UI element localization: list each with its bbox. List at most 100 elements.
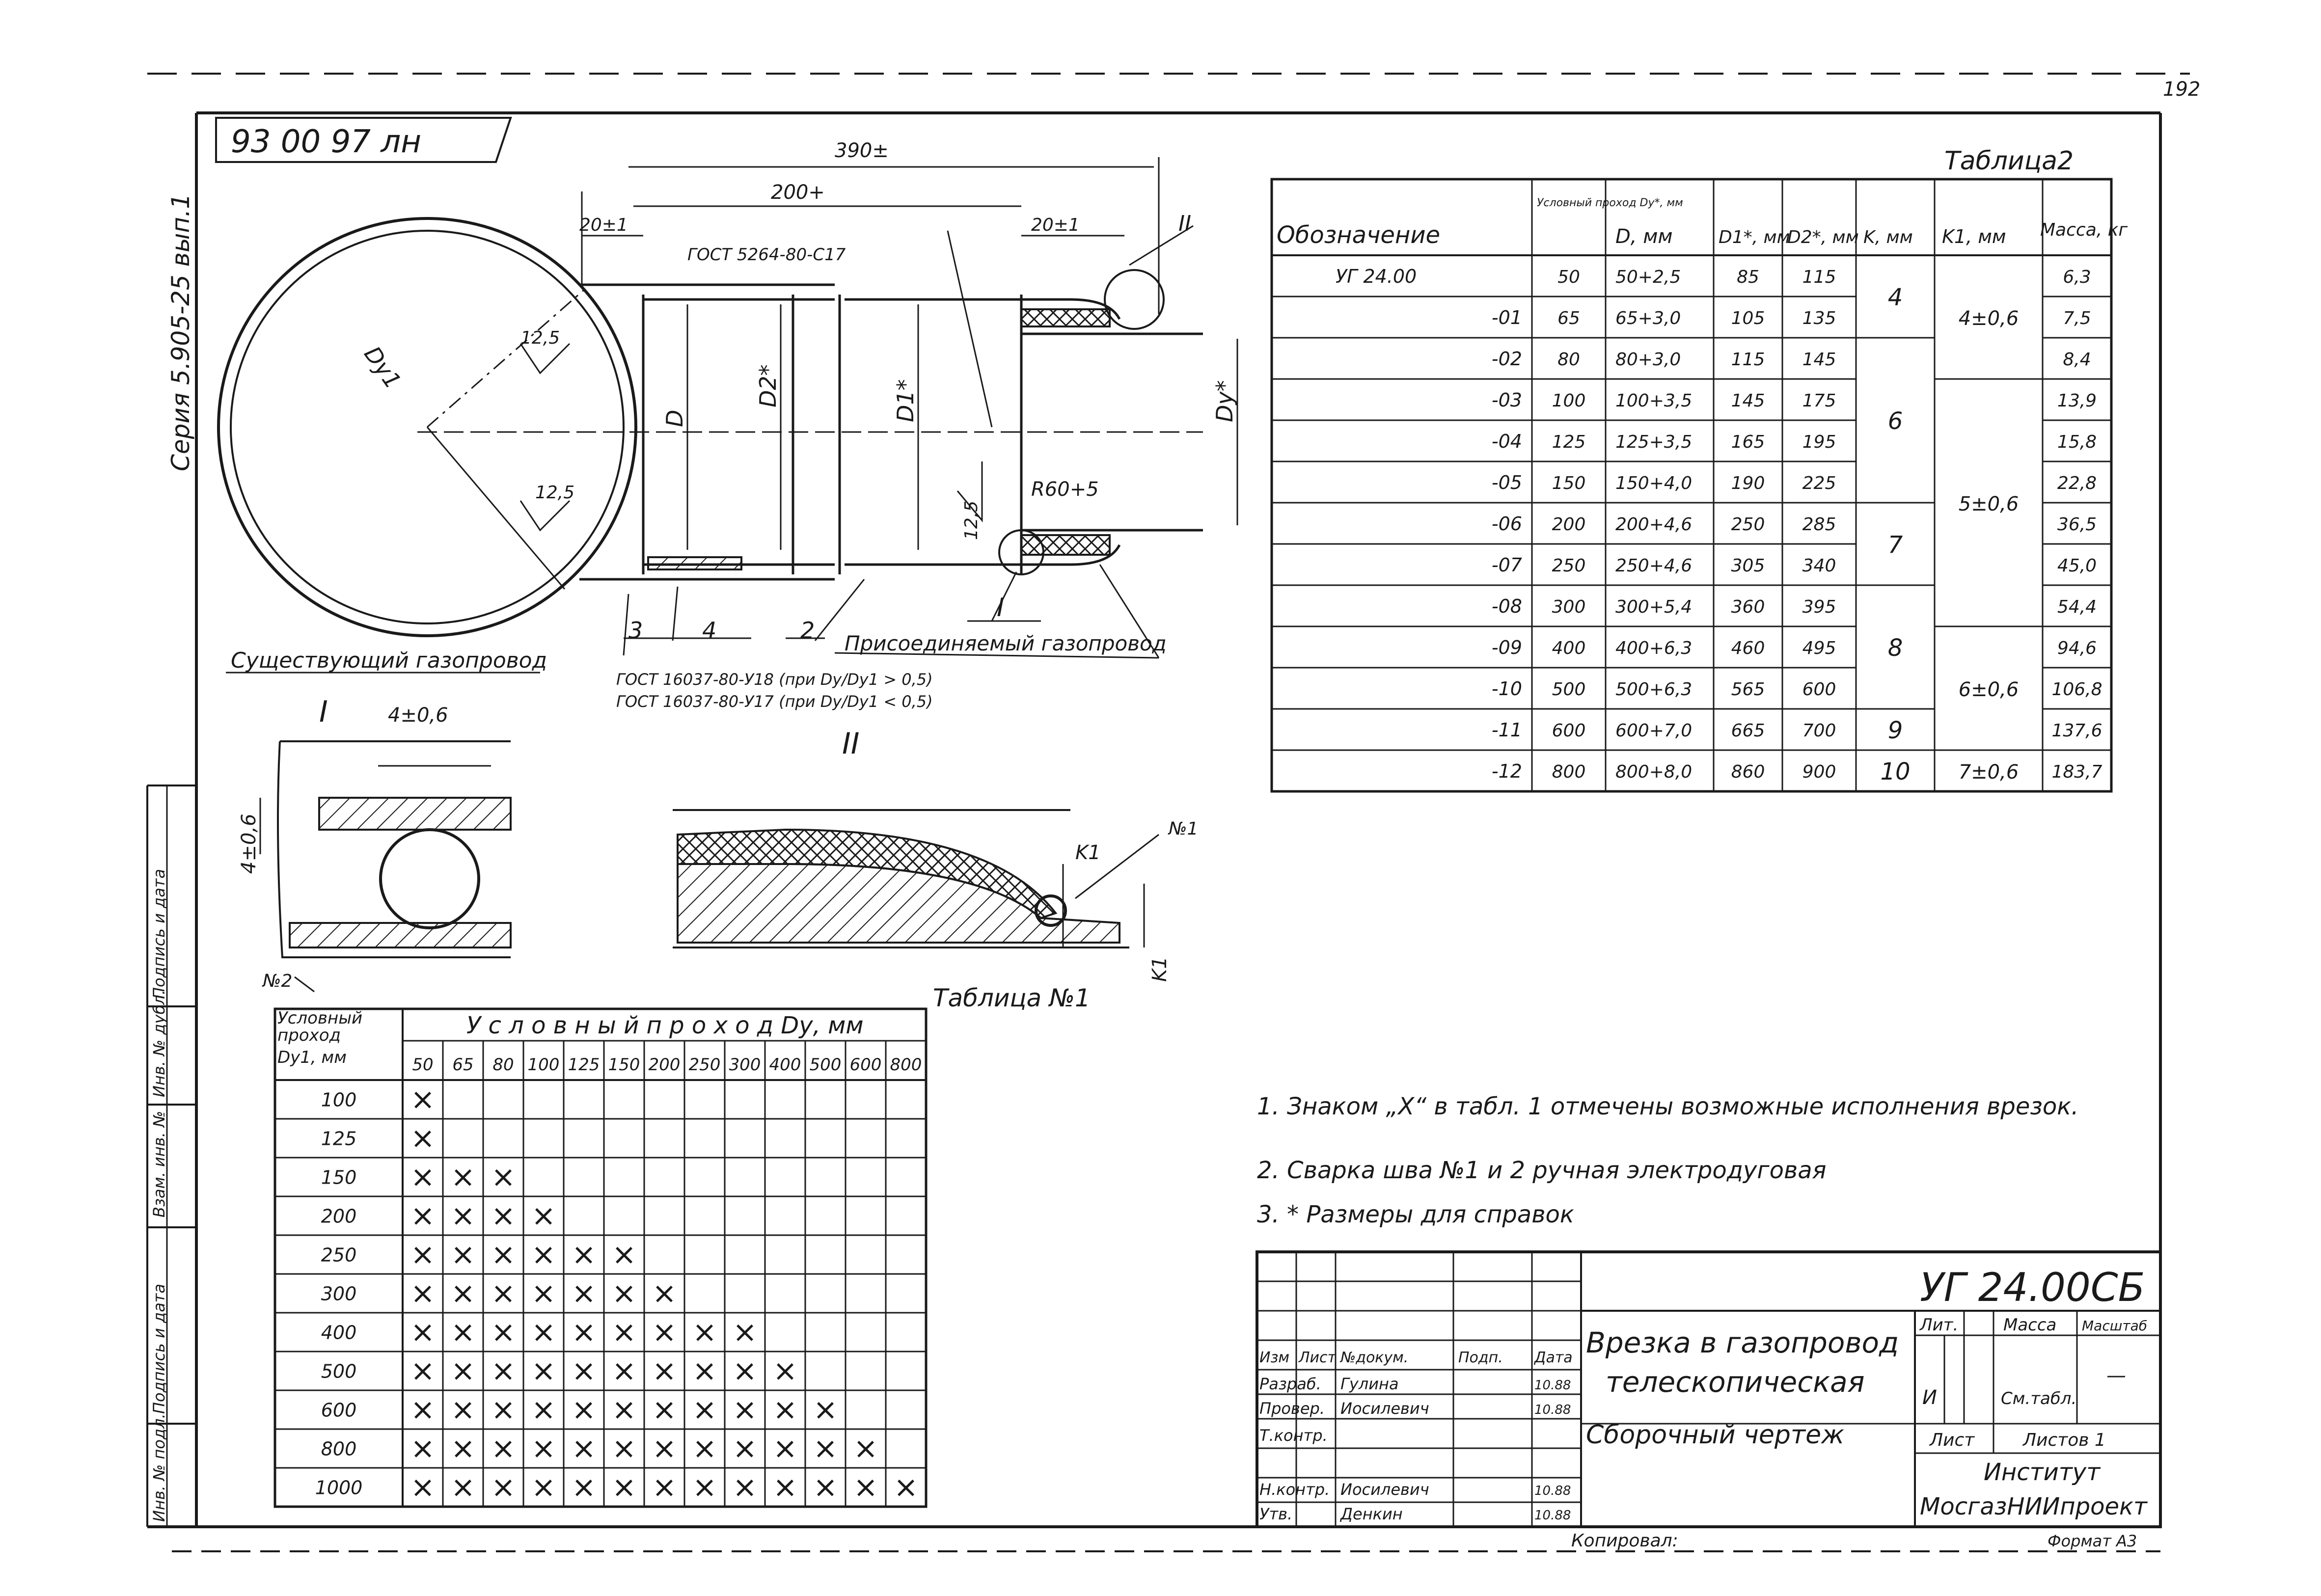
- table1-mark: ×: [692, 1470, 717, 1505]
- table2-d: 65+3,0: [1615, 308, 1681, 328]
- table2-designation: -11: [1492, 719, 1522, 741]
- gost-weld-2: ГОСТ 16037-80-У17 (при Dу/Dу1 < 0,5): [616, 692, 933, 711]
- table2-mass: 6,3: [2063, 267, 2091, 287]
- table1-row-header: 200: [321, 1206, 357, 1227]
- table2-k: 8: [1888, 634, 1903, 662]
- gost-weld-1: ГОСТ 16037-80-У18 (при Dу/Dу1 > 0,5): [616, 670, 933, 689]
- detail-i-dim-left: 4±0,6: [238, 813, 260, 874]
- table1-row-header: 125: [321, 1128, 357, 1150]
- table2-d2: 340: [1802, 556, 1836, 576]
- table2-designation: -09: [1492, 637, 1522, 658]
- table1-mark: ×: [813, 1432, 838, 1466]
- staff-date: 10.88: [1534, 1508, 1571, 1523]
- table2-mass: 54,4: [2057, 597, 2097, 617]
- table2-d1: 165: [1731, 432, 1765, 452]
- position-4: 4: [702, 617, 716, 644]
- table1-group-header: У с л о в н ы й п р о х о д Dу, мм: [466, 1012, 864, 1039]
- radius-label: R60+5: [1031, 478, 1099, 501]
- scale-value: —: [2106, 1364, 2126, 1387]
- table1-mark: ×: [572, 1315, 596, 1350]
- left-strip: Инв. № подл. Подпись и дата Взам. инв. №…: [150, 869, 168, 1522]
- table2-designation: -10: [1492, 678, 1522, 700]
- table2-d: 500+6,3: [1615, 679, 1692, 700]
- table2-k: 4: [1888, 284, 1903, 311]
- title-block: [1256, 1250, 2162, 1528]
- table1-mark: ×: [692, 1354, 717, 1388]
- org-line-1: Институт: [1984, 1459, 2101, 1486]
- table1-mark: ×: [491, 1470, 516, 1505]
- table2-d1: 190: [1731, 473, 1765, 493]
- position-3: 3: [628, 617, 643, 644]
- table1-mark: ×: [773, 1470, 797, 1505]
- drawing-name-1: Врезка в газопровод: [1586, 1326, 1899, 1359]
- detail-ii-k-vertical: K1: [1148, 956, 1171, 982]
- table1-mark: ×: [572, 1393, 596, 1427]
- table1-mark: ×: [692, 1315, 717, 1350]
- table1-col-header: 250: [689, 1055, 721, 1075]
- lit-label: Лит.: [1919, 1315, 1958, 1335]
- staff-role: Разраб.: [1259, 1375, 1321, 1393]
- table2-k1: 4±0,6: [1959, 307, 2019, 330]
- tb-col-sign: Подп.: [1458, 1349, 1503, 1366]
- sheets-label: Листов 1: [2022, 1430, 2106, 1450]
- table1-mark: ×: [894, 1470, 918, 1505]
- table2-dy: 125: [1552, 432, 1586, 452]
- table1-mark: ×: [531, 1393, 556, 1427]
- table2-hdr-k: K, мм: [1863, 227, 1913, 247]
- table2-designation: -03: [1492, 389, 1522, 411]
- view-ref-ii: II: [1178, 211, 1191, 236]
- table2-d1: 250: [1731, 514, 1765, 535]
- table2-title: Таблица2: [1944, 146, 2074, 176]
- d1-label: D1*: [892, 379, 919, 422]
- strip-label: Взам. инв. №: [150, 1111, 168, 1217]
- table2-k1: 5±0,6: [1959, 493, 2019, 515]
- table2-k1: 6±0,6: [1959, 678, 2019, 701]
- top-code: 93 00 97 лн: [231, 124, 421, 160]
- note-1: 1. Знаком „X“ в табл. 1 отмечены возможн…: [1257, 1093, 2078, 1120]
- table1-mark: ×: [451, 1238, 475, 1272]
- side-note: Серия 5.905-25 вып.1: [166, 193, 195, 471]
- table1-mark: ×: [410, 1432, 435, 1466]
- main-view: [217, 157, 1238, 674]
- strip-label: Подпись и дата: [150, 1284, 168, 1414]
- table1-mark: ×: [652, 1393, 677, 1427]
- table1-mark: ×: [410, 1470, 435, 1505]
- table1-col-header: 500: [810, 1055, 842, 1075]
- attached-pipe-label: Присоединяемый газопровод: [845, 631, 1167, 655]
- detail-i-weld: №2: [262, 971, 292, 991]
- detail-ii-weld: №1: [1168, 819, 1198, 839]
- table2-designation: -08: [1492, 595, 1522, 617]
- table2-d2: 700: [1802, 721, 1836, 741]
- table1-rowhdr-1: Условный: [277, 1008, 362, 1028]
- table1-mark: ×: [491, 1276, 516, 1311]
- tb-col-doc: №докум.: [1339, 1349, 1408, 1366]
- table1-mark: ×: [410, 1199, 435, 1233]
- mass-label: Масса: [2003, 1315, 2056, 1335]
- table1-mark: ×: [853, 1470, 878, 1505]
- table2-mass: 7,5: [2063, 308, 2091, 328]
- table2-d1: 460: [1731, 638, 1765, 658]
- dim-left: 20±1: [579, 215, 628, 235]
- table2-d2: 395: [1802, 597, 1836, 617]
- table2-dy: 600: [1552, 721, 1586, 741]
- table1-mark: ×: [612, 1432, 636, 1466]
- table1-mark: ×: [491, 1354, 516, 1388]
- table1-mark: ×: [733, 1393, 757, 1427]
- scale-label: Масштаб: [2082, 1318, 2147, 1334]
- table1-col-header: 600: [850, 1055, 882, 1075]
- table1-row-header: 250: [321, 1244, 357, 1266]
- copied-label: Копировал:: [1571, 1531, 1678, 1551]
- table1-mark: ×: [410, 1315, 435, 1350]
- table2-dy: 80: [1557, 350, 1580, 370]
- table1-row-header: 1000: [315, 1477, 363, 1499]
- staff-name: Иосилевич: [1340, 1480, 1429, 1499]
- table1-mark: ×: [652, 1276, 677, 1311]
- staff-role: Н.контр.: [1259, 1480, 1330, 1499]
- roughness-3: 12,5: [961, 501, 982, 540]
- table1-mark: ×: [410, 1160, 435, 1194]
- staff-date: 10.88: [1534, 1378, 1571, 1393]
- table1-mark: ×: [612, 1315, 636, 1350]
- staff-date: 10.88: [1534, 1484, 1571, 1498]
- table2-d2: 195: [1802, 432, 1836, 452]
